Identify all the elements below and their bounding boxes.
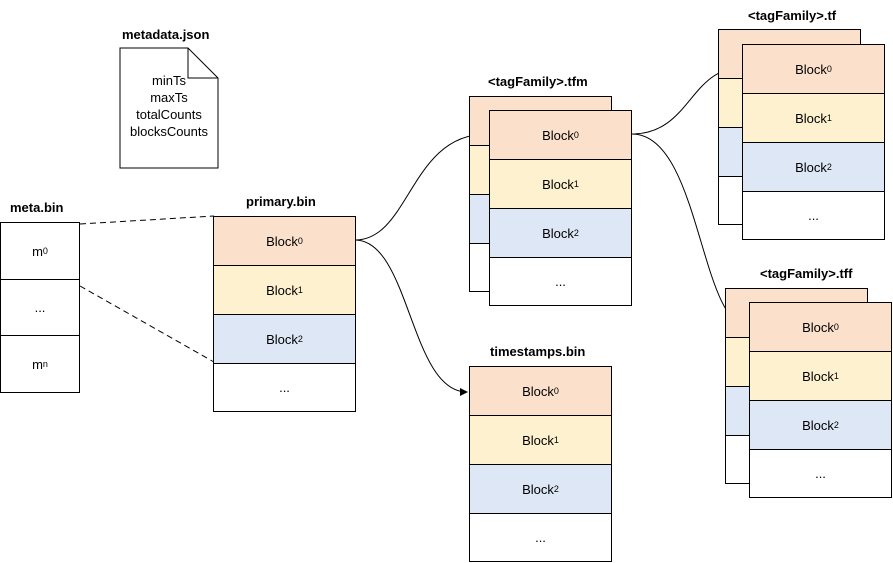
timestamps-title: timestamps.bin xyxy=(490,344,586,359)
meta-to-primary-dashed-top xyxy=(79,215,215,225)
primary-to-timestamps-arrow xyxy=(354,239,468,396)
metadata-fields: minTs maxTs totalCounts blocksCounts xyxy=(120,72,218,140)
tfm-title: <tagFamily>.tfm xyxy=(488,74,588,89)
tfm-block-more: ... xyxy=(489,257,632,306)
tf-title: <tagFamily>.tf xyxy=(748,8,837,23)
tff-title: <tagFamily>.tff xyxy=(760,266,853,281)
tff-block-more: ... xyxy=(749,449,892,498)
timestamps-block-more: ... xyxy=(469,513,612,562)
primary-to-tfm-arrow xyxy=(354,130,488,241)
metadata-field: maxTs xyxy=(150,90,188,105)
metadata-field: totalCounts xyxy=(136,107,202,122)
metadata-field: blocksCounts xyxy=(129,124,209,139)
primary-bin-title: primary.bin xyxy=(246,194,316,209)
meta-to-primary-dashed-bottom xyxy=(79,285,215,363)
tf-block-more: ... xyxy=(742,191,885,240)
metadata-field: minTs xyxy=(152,73,186,88)
metadata-title: metadata.json xyxy=(122,27,210,42)
meta-bin-row: ... xyxy=(0,279,80,336)
meta-bin-title: meta.bin xyxy=(10,200,64,215)
primary-block-more: ... xyxy=(213,363,356,412)
